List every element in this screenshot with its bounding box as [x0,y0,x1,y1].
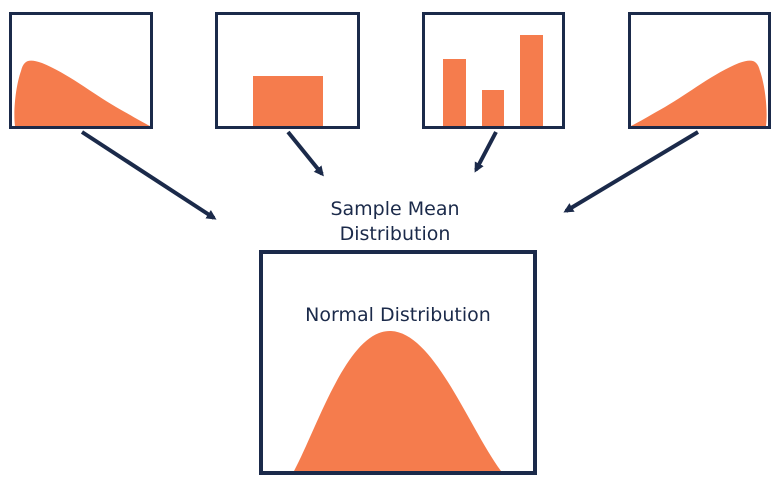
left-skewed-shape [631,60,767,126]
bar-left [443,59,466,126]
bar-middle [482,90,504,126]
normal-distribution-label: Normal Distribution [305,304,491,326]
right-skewed-shape [14,60,150,126]
left-skewed-area [631,60,767,126]
bars-shape [443,35,543,126]
bar-right [520,35,543,126]
distribution-panel-left-skewed [628,12,771,129]
distribution-panel-uniform [215,12,360,129]
sample-mean-label-line2: Distribution [339,223,451,245]
uniform-bar [253,76,323,126]
arrow-4 [563,130,700,213]
normal-curve-area [294,330,501,471]
arrow-2 [286,130,324,177]
normal-distribution-panel: Normal Distribution [259,250,537,475]
arrow-3 [474,131,498,173]
right-skewed-area [14,60,150,126]
distribution-panel-bars [422,12,565,129]
sample-mean-label-line1: Sample Mean [330,198,460,220]
normal-curve-shape [294,330,501,471]
uniform-shape [253,76,323,126]
distribution-panel-right-skewed [9,12,153,129]
sample-mean-label: Sample Mean Distribution [310,197,480,247]
arrow-1 [80,130,217,220]
